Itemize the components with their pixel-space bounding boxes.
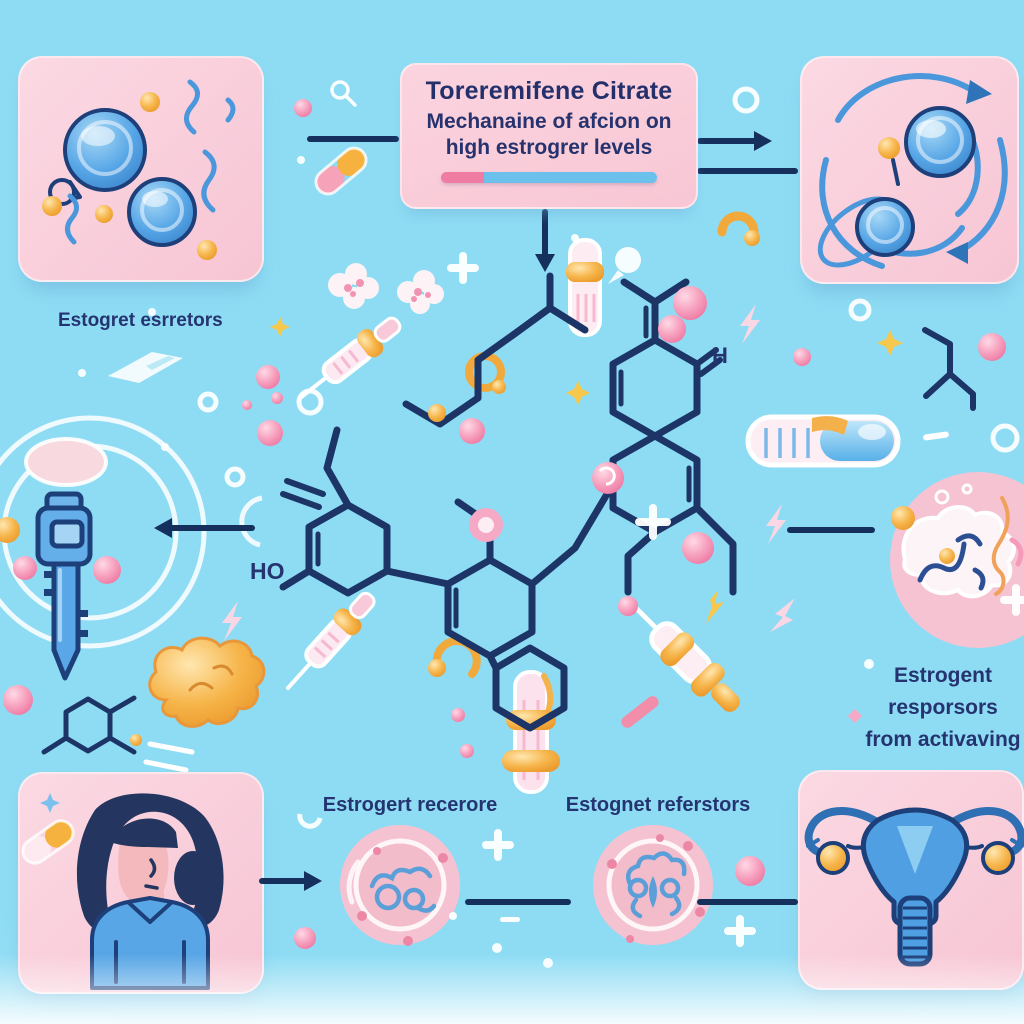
caption-receptor-circle-2: Estognet referstors	[565, 794, 751, 816]
title-card: Toreremifene Citrate Mechanaine of afcio…	[400, 63, 698, 209]
pink-diamond	[847, 708, 863, 724]
uterus-icon	[804, 807, 1024, 967]
patient-woman-icon	[21, 793, 224, 990]
white-chevron-icon	[108, 352, 183, 383]
speech-blob-icon	[608, 247, 641, 284]
capsule-icon	[314, 146, 368, 196]
cell-swirl-icon	[817, 73, 1008, 269]
flow-arrows	[154, 131, 875, 905]
test-tube-icon	[502, 670, 560, 794]
molecule-ho-label: HO	[250, 558, 285, 584]
thermometer-vial-icon	[745, 414, 901, 468]
receptor-circle-1-icon	[340, 825, 460, 946]
title-line-2: Mechanaine of afcion on	[426, 110, 672, 133]
receptor-key-icon	[35, 491, 93, 681]
syringe-icon	[286, 591, 376, 690]
caption-right: Estrogent resporsors from activaving	[862, 660, 1024, 756]
syringe-icon	[298, 316, 402, 400]
caption-receptor-circle-1: Estrogert recerore	[322, 794, 498, 816]
molecule-h-label: H	[712, 343, 728, 368]
title-line-3: high estrogrer levels	[445, 136, 653, 159]
title-line-1: Toreremifene Citrate	[425, 77, 673, 105]
blocked-receptor-icon	[890, 472, 1024, 648]
female-symbol-icon	[330, 80, 357, 107]
estrogen-cells-icon	[42, 79, 236, 260]
caption-top-left: Estogret esrretors	[58, 310, 223, 331]
caption-right-line-3: from activaving	[865, 728, 1021, 751]
pill-capsule-icon	[21, 819, 75, 865]
title-progress-bar	[441, 172, 657, 183]
pink-pill-icon	[621, 696, 659, 728]
protein-blob-icon	[148, 636, 266, 728]
receptor-circle-2-icon	[593, 825, 713, 945]
caption-right-line-1: Estrogent	[893, 664, 992, 687]
flower-blob-icon	[328, 263, 444, 314]
motion-lines	[143, 741, 195, 773]
caption-right-line-2: resporsors	[888, 696, 998, 719]
